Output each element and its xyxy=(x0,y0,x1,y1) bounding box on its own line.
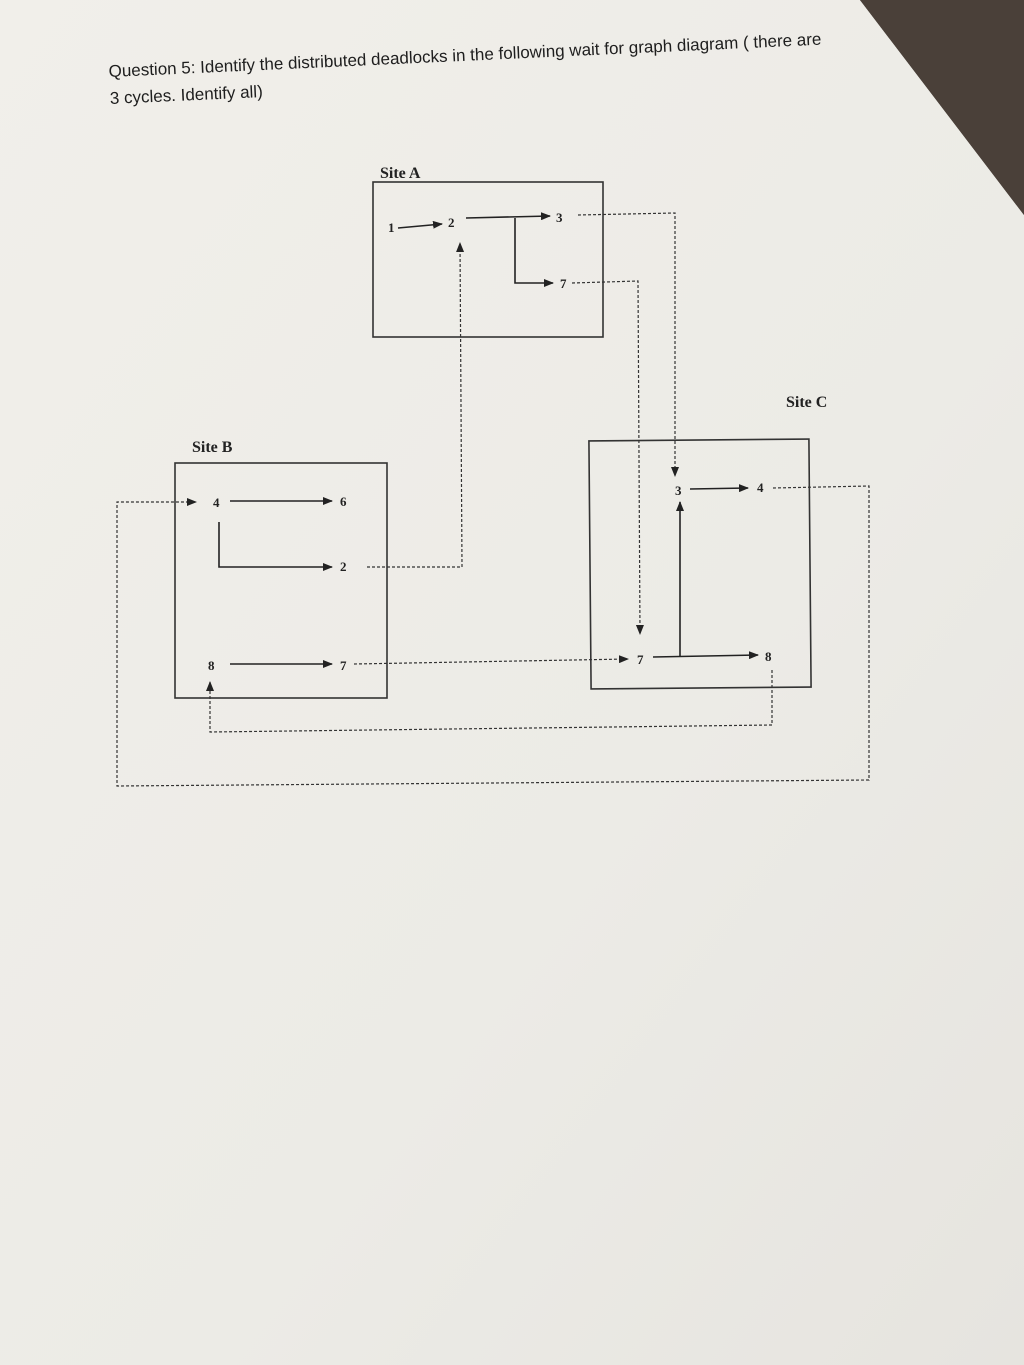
site-c-node-8: 8 xyxy=(765,649,772,664)
site-a-box xyxy=(372,181,604,338)
site-c: Site C 3 4 7 8 xyxy=(588,394,827,690)
site-c-node-3: 3 xyxy=(675,483,682,498)
edge-a-2-to-7 xyxy=(514,218,554,287)
site-c-node-4: 4 xyxy=(757,480,764,495)
edge-b-4-to-2 xyxy=(218,522,333,571)
edge-c4-to-b4 xyxy=(116,485,870,787)
site-a-node-7: 7 xyxy=(560,276,567,291)
site-c-box xyxy=(588,438,812,690)
site-b-node-8: 8 xyxy=(208,658,215,673)
site-b-node-4: 4 xyxy=(213,495,220,510)
site-a-node-1: 1 xyxy=(388,220,395,235)
site-a-node-3: 3 xyxy=(556,210,563,225)
site-b-node-2: 2 xyxy=(340,559,347,574)
site-b-node-6: 6 xyxy=(340,494,347,509)
edge-c8-to-b8 xyxy=(206,670,773,733)
site-b-label: Site B xyxy=(192,439,233,456)
site-c-label: Site C xyxy=(786,394,827,411)
edge-a7-to-c7 xyxy=(571,280,644,635)
edge-a-2-to-3 xyxy=(465,212,551,221)
edge-c-3-to-4 xyxy=(689,484,749,493)
edge-b2-to-a2 xyxy=(367,242,465,568)
site-b: Site B 4 6 2 8 7 xyxy=(174,439,388,699)
edge-c-7-to-8 xyxy=(652,651,759,660)
site-b-node-7: 7 xyxy=(340,658,347,673)
edge-a-1-to-2 xyxy=(397,220,443,229)
site-a-node-2: 2 xyxy=(448,215,455,230)
site-c-node-7: 7 xyxy=(637,652,644,667)
inter-site-edges xyxy=(116,212,870,787)
site-b-box xyxy=(174,462,388,699)
site-a-label: Site A xyxy=(380,165,421,182)
edge-b7-to-c7 xyxy=(353,655,629,665)
site-a: Site A 1 2 3 7 xyxy=(372,165,604,338)
edge-a3-to-c3 xyxy=(577,212,679,477)
